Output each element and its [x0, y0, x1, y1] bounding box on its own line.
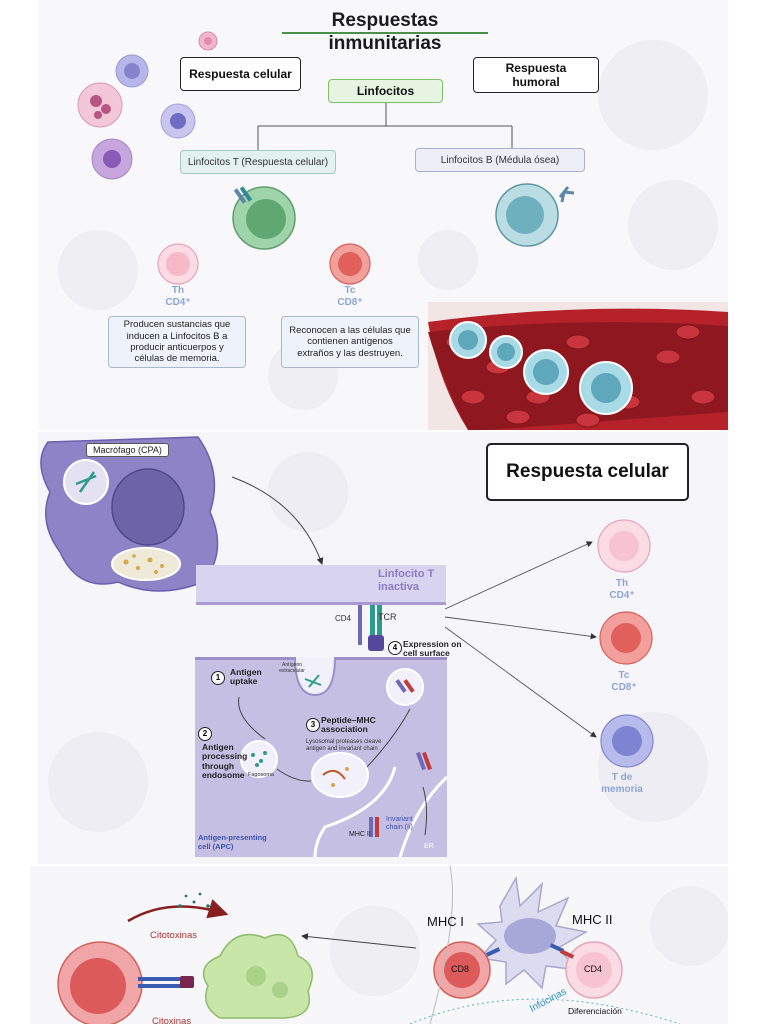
fagosoma-label: Fagosoma	[248, 772, 274, 778]
tcr-label: TCR	[378, 612, 397, 622]
humoral-line-1: Respuesta	[505, 61, 567, 75]
background-cell-ghost	[650, 886, 728, 966]
th-cd4-cell-right	[597, 519, 651, 573]
invariant-chain-label: Invariant chain (Ii)	[386, 816, 413, 831]
tc-cd8-cell-right	[599, 611, 653, 665]
th-label-line2: CD4⁺	[165, 297, 191, 308]
linfocito-line2: inactiva	[378, 581, 419, 593]
lysosomal-label: Lysosomal proteases cleave antigen and i…	[306, 739, 382, 752]
tc-label-line2: CD8⁺	[337, 297, 363, 308]
citotoxinas-bottom-label: Citoxinas	[152, 1016, 192, 1024]
citotoxinas-top-label: Citotoxinas	[150, 930, 197, 941]
expression-label: Expression on cell surface	[403, 639, 462, 659]
step-1-marker: 1	[211, 671, 225, 685]
linfocitos-t-box: Linfocitos T (Respuesta celular)	[180, 150, 336, 174]
mhc-ii-label: MHC II	[349, 831, 371, 838]
blood-vessel-illustration	[428, 302, 728, 430]
page-title: Respuestas	[290, 10, 480, 31]
th-description: Producen sustancias que inducen a Linfoc…	[108, 316, 246, 368]
tree-connectors	[257, 103, 513, 150]
antigen-processing-label: Antigen processing through endosome	[202, 742, 248, 781]
tc-cd8-label: Tc CD8⁺	[322, 285, 378, 309]
background-cell-ghost	[58, 230, 138, 310]
background-cell-ghost	[330, 906, 420, 996]
background-cell-ghost	[418, 230, 478, 290]
tc-right-line1: Tc	[618, 670, 630, 681]
t-lymphocyte-membrane	[196, 565, 446, 605]
memory-t-cell-label: T de memoria	[590, 772, 654, 796]
step-3-marker: 3	[306, 718, 320, 732]
th-right-line2: CD4⁺	[609, 590, 635, 601]
humoral-line-2: humoral	[512, 75, 560, 89]
er-label: ER	[424, 843, 434, 850]
peptide-mhc-label: Peptide–MHC association	[321, 715, 376, 735]
macrophage-label: Macrófago (CPA)	[86, 443, 169, 457]
tc-description: Reconocen a las células que contienen an…	[281, 316, 419, 368]
mechanism-illustration	[57, 866, 681, 1024]
mhc-i-label: MHC I	[427, 914, 464, 929]
apc-label: Antigen-presenting cell (APC)	[198, 833, 267, 851]
respuesta-humoral-box: Respuesta humoral	[473, 57, 599, 93]
background-cell-ghost	[268, 452, 348, 532]
t-lymphocyte-cell	[232, 186, 296, 250]
memory-line2: memoria	[601, 784, 643, 795]
background-cell-ghost	[598, 40, 708, 150]
th-cd4-right-label: Th CD4⁺	[592, 578, 652, 602]
memory-line1: T de	[611, 772, 633, 783]
diferenciacion-label: Diferenciación	[568, 1006, 622, 1016]
background-cell-ghost	[48, 732, 148, 832]
title-line-2: inmunitarias	[328, 33, 442, 54]
title-underline	[282, 32, 488, 34]
apc-line2: cell (APC)	[198, 842, 234, 851]
antigen-uptake-label: Antigen uptake	[230, 667, 262, 687]
step-4-marker: 4	[388, 641, 402, 655]
respuesta-celular-box: Respuesta celular	[180, 57, 301, 91]
th-cd4-label: Th CD4⁺	[150, 285, 206, 309]
linfocitos-box: Linfocitos	[328, 79, 443, 103]
panel-mecanismo	[30, 866, 728, 1024]
tc-right-line2: CD8⁺	[611, 682, 637, 693]
tc-cd8-cell	[329, 243, 371, 285]
apc-diagram	[238, 657, 447, 857]
background-cell-ghost	[628, 180, 718, 270]
linfocito-line1: Linfocito T	[378, 568, 435, 580]
linfocitos-b-box: Linfocitos B (Médula ósea)	[415, 148, 585, 172]
b-lymphocyte-cell	[495, 183, 575, 247]
memory-t-cell	[600, 714, 654, 768]
antigen-extracelular-label: Antígeno extracelular	[279, 662, 305, 674]
tc-cd8-right-label: Tc CD8⁺	[594, 670, 654, 694]
mhc-ii-right-label: MHC II	[572, 912, 613, 927]
th-right-line1: Th	[615, 578, 629, 589]
tc-label-line1: Tc	[344, 285, 356, 296]
step-2-marker: 2	[198, 727, 212, 741]
respuesta-celular-title-box: Respuesta celular	[486, 443, 689, 501]
cd4-right-label: CD4	[584, 964, 603, 974]
flow-arrows	[231, 476, 597, 738]
linfocito-t-inactiva-label: Linfocito T inactiva	[378, 568, 434, 594]
cd8-label: CD8	[451, 964, 470, 974]
th-cd4-cell	[157, 243, 199, 285]
macrophage-cell	[40, 436, 219, 592]
title-line-1: Respuestas	[331, 10, 439, 31]
apc-line1: Antigen-presenting	[198, 833, 267, 842]
th-label-line1: Th	[171, 285, 185, 296]
tcr-cd4-receptors	[358, 605, 384, 651]
cd4-label: CD4	[335, 614, 352, 623]
immune-cells-cluster	[77, 31, 218, 180]
